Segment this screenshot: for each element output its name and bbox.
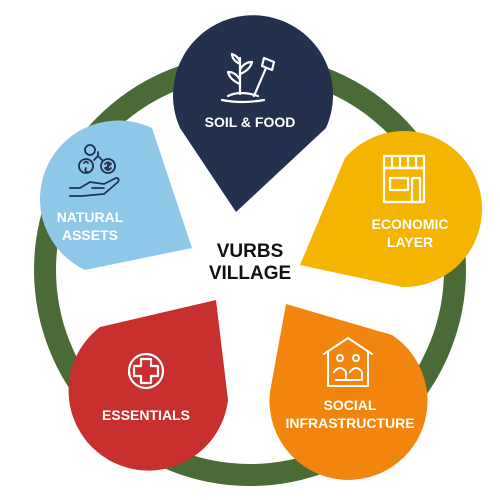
petal-economic-shape [300, 131, 482, 288]
plant-shovel-icon [220, 52, 276, 104]
center-title-line1: VURBS [217, 241, 284, 262]
petal-soil-shape [173, 15, 333, 212]
petal-essentials-shape [68, 300, 229, 471]
social-label-line1: SOCIAL [324, 397, 377, 413]
petal-essentials: ESSENTIALS [68, 300, 229, 471]
petal-natural-assets: NATURAL ASSETS [39, 120, 193, 271]
petal-soil-food: SOIL & FOOD [173, 15, 333, 212]
social-label-line2: INFRASTRUCTURE [285, 415, 414, 431]
petal-economic-layer: ECONOMIC LAYER [300, 131, 482, 288]
center-title-line2: VILLAGE [209, 263, 291, 284]
natural-label-line1: NATURAL [57, 209, 124, 225]
medical-cross-icon [127, 352, 165, 390]
petal-social-shape [269, 304, 428, 480]
petal-natural-shape [39, 120, 193, 271]
storefront-icon [382, 154, 426, 204]
hand-coins-icon [69, 144, 120, 197]
community-house-icon [323, 337, 373, 387]
economic-label-line2: LAYER [387, 234, 433, 250]
soil-food-label: SOIL & FOOD [205, 114, 296, 130]
essentials-label: ESSENTIALS [102, 407, 190, 423]
natural-label-line2: ASSETS [62, 227, 118, 243]
economic-label-line1: ECONOMIC [372, 216, 449, 232]
petal-social-infrastructure: SOCIAL INFRASTRUCTURE [269, 304, 428, 480]
